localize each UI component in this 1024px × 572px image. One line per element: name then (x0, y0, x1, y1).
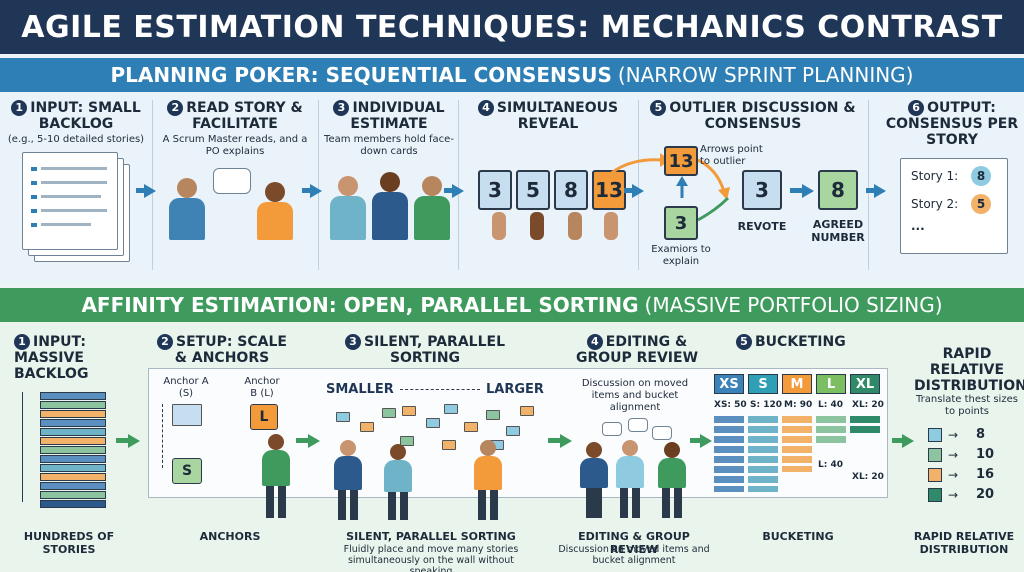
outlier-arrows (609, 153, 730, 222)
bucket-xs: XS (714, 374, 744, 394)
arrow-right-icon (802, 184, 814, 198)
arrow-right-icon (308, 434, 320, 448)
arrow-right-icon (632, 184, 644, 198)
planning-poker-band: PLANNING POKER: SEQUENTIAL CONSENSUS(NAR… (0, 58, 1024, 92)
bucket-xl: XL (850, 374, 880, 394)
larger-label: LARGER (486, 382, 544, 397)
arrow-right-icon (700, 434, 712, 448)
point-value: 16 (976, 467, 995, 482)
examiners-note: Examiors to explain (651, 244, 711, 267)
bucket-s-count: S: 120 (750, 400, 783, 410)
output-more: ... (911, 219, 925, 233)
bucket-xl-count: XL: 20 (852, 400, 884, 410)
caption-editing-sub: Discussion on moved items and bucket ali… (558, 544, 710, 566)
rapid-title: RAPID RELATIVE DISTRIBUTION (914, 346, 1024, 394)
output-story-1: Story 1: (911, 169, 959, 183)
output-story-2: Story 2: (911, 197, 959, 211)
output-value-2: 5 (971, 194, 991, 214)
arrow-right-icon (452, 184, 464, 198)
caption-anchors: ANCHORS (199, 530, 261, 543)
translate-note: Translate thest sizes to points (916, 394, 1018, 417)
reveal-card: 5 (516, 170, 550, 210)
caption-editing: EDITING & GROUP REVIEW (578, 530, 690, 556)
caption-rapid: RAPID RELATIVE DISTRIBUTION (913, 530, 1015, 556)
anchor-a-note (172, 404, 202, 426)
outlier-low-card: 3 (664, 206, 698, 240)
anchor-b-label: Anchor B (L) (244, 376, 280, 399)
arrow-right-icon (310, 184, 322, 198)
arrow-right-icon (144, 184, 156, 198)
affinity-band: AFFINITY ESTIMATION: OPEN, PARALLEL SORT… (0, 288, 1024, 322)
anchor-a-label: Anchor A (S) (163, 376, 209, 399)
page-title: AGILE ESTIMATION TECHNIQUES: MECHANICS C… (0, 0, 1024, 54)
anchor-b-card: L (250, 404, 278, 430)
arrow-right-icon (874, 184, 886, 198)
bucket-m-count: M: 90 (784, 400, 813, 410)
anchor-a-card: S (172, 458, 202, 484)
caption-hundreds: HUNDREDS OF STORIES (23, 530, 115, 556)
output-value-1: 8 (971, 166, 991, 186)
bucket-l: L (816, 374, 846, 394)
scale-arrow (400, 389, 480, 390)
reveal-card: 8 (554, 170, 588, 210)
caption-bucketing: BUCKETING (762, 530, 834, 543)
arrows-note: Arrows point to outlier (700, 144, 763, 167)
point-value: 8 (976, 427, 986, 442)
outlier-high-card: 13 (664, 146, 698, 176)
point-value: 10 (976, 447, 995, 462)
agreed-label: AGREED NUMBER (811, 218, 865, 244)
small-backlog-stack (22, 152, 132, 264)
bucket-s: S (748, 374, 778, 394)
agreed-card: 8 (818, 170, 858, 210)
pp-step-1-sub: (e.g., 5-10 detailed stories) (7, 134, 145, 145)
revote-card: 3 (742, 170, 782, 210)
bucket-l-extra: L: 40 (818, 460, 843, 470)
caption-sorting-sub: Fluidly place and move many stories simu… (343, 544, 519, 572)
arrow-right-icon (128, 434, 140, 448)
bucket-board: XS S M L XL XS: 50 S: 120 M: 90 L: 40 XL… (712, 372, 884, 496)
divider (868, 100, 869, 270)
sticky-notes-cluster (330, 400, 540, 460)
sorting-team-illustration (330, 440, 530, 522)
point-value: 20 (976, 487, 995, 502)
reveal-card-outlier: 13 (592, 170, 626, 210)
arrow-right-icon (902, 434, 914, 448)
output-document: Story 1: 8 Story 2: 5 ... (900, 158, 1008, 254)
person-icon (258, 434, 294, 520)
arrow-right-icon (560, 434, 572, 448)
reveal-card: 3 (478, 170, 512, 210)
bucket-xs-count: XS: 50 (714, 400, 747, 410)
massive-backlog-stack (40, 392, 106, 520)
bucket-l-count: L: 40 (818, 400, 843, 410)
review-team-illustration (580, 418, 690, 522)
hands-illustration (488, 212, 628, 242)
pp-step-2-sub: A Scrum Master reads, and a PO explains (162, 134, 308, 157)
smaller-label: SMALLER (326, 382, 394, 397)
facilitator-illustration (165, 160, 305, 240)
pp-step-3-sub: Team members hold face-down cards (324, 134, 454, 157)
bucket-xl-extra: XL: 20 (852, 472, 884, 482)
bucket-m: M (782, 374, 812, 394)
caption-sorting: SILENT, PARALLEL SORTING (346, 530, 516, 543)
review-note: Discussion on moved items and bucket ali… (581, 378, 689, 413)
points-legend: →8 →10 →16 →20 (928, 427, 1018, 504)
revote-label: REVOTE (737, 220, 787, 233)
team-members-illustration (328, 170, 454, 240)
